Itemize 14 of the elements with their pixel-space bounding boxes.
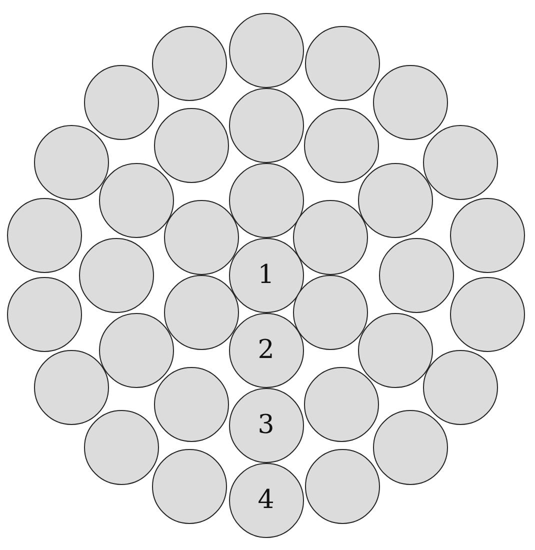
strand-circle bbox=[98, 312, 174, 388]
strand-circle bbox=[304, 108, 378, 183]
strand-circle bbox=[34, 125, 109, 200]
strand-circle bbox=[358, 312, 434, 388]
layer-number: 1 bbox=[258, 262, 274, 288]
strand-circle bbox=[154, 108, 228, 183]
strand-circle bbox=[378, 238, 454, 312]
strand-circle bbox=[78, 238, 154, 312]
layer-number: 2 bbox=[258, 337, 274, 363]
layer-number: 3 bbox=[258, 412, 274, 438]
strand-circle bbox=[423, 125, 498, 200]
layer-number: 4 bbox=[258, 487, 274, 513]
strand-circle bbox=[423, 350, 498, 425]
strand-circle bbox=[34, 350, 109, 425]
